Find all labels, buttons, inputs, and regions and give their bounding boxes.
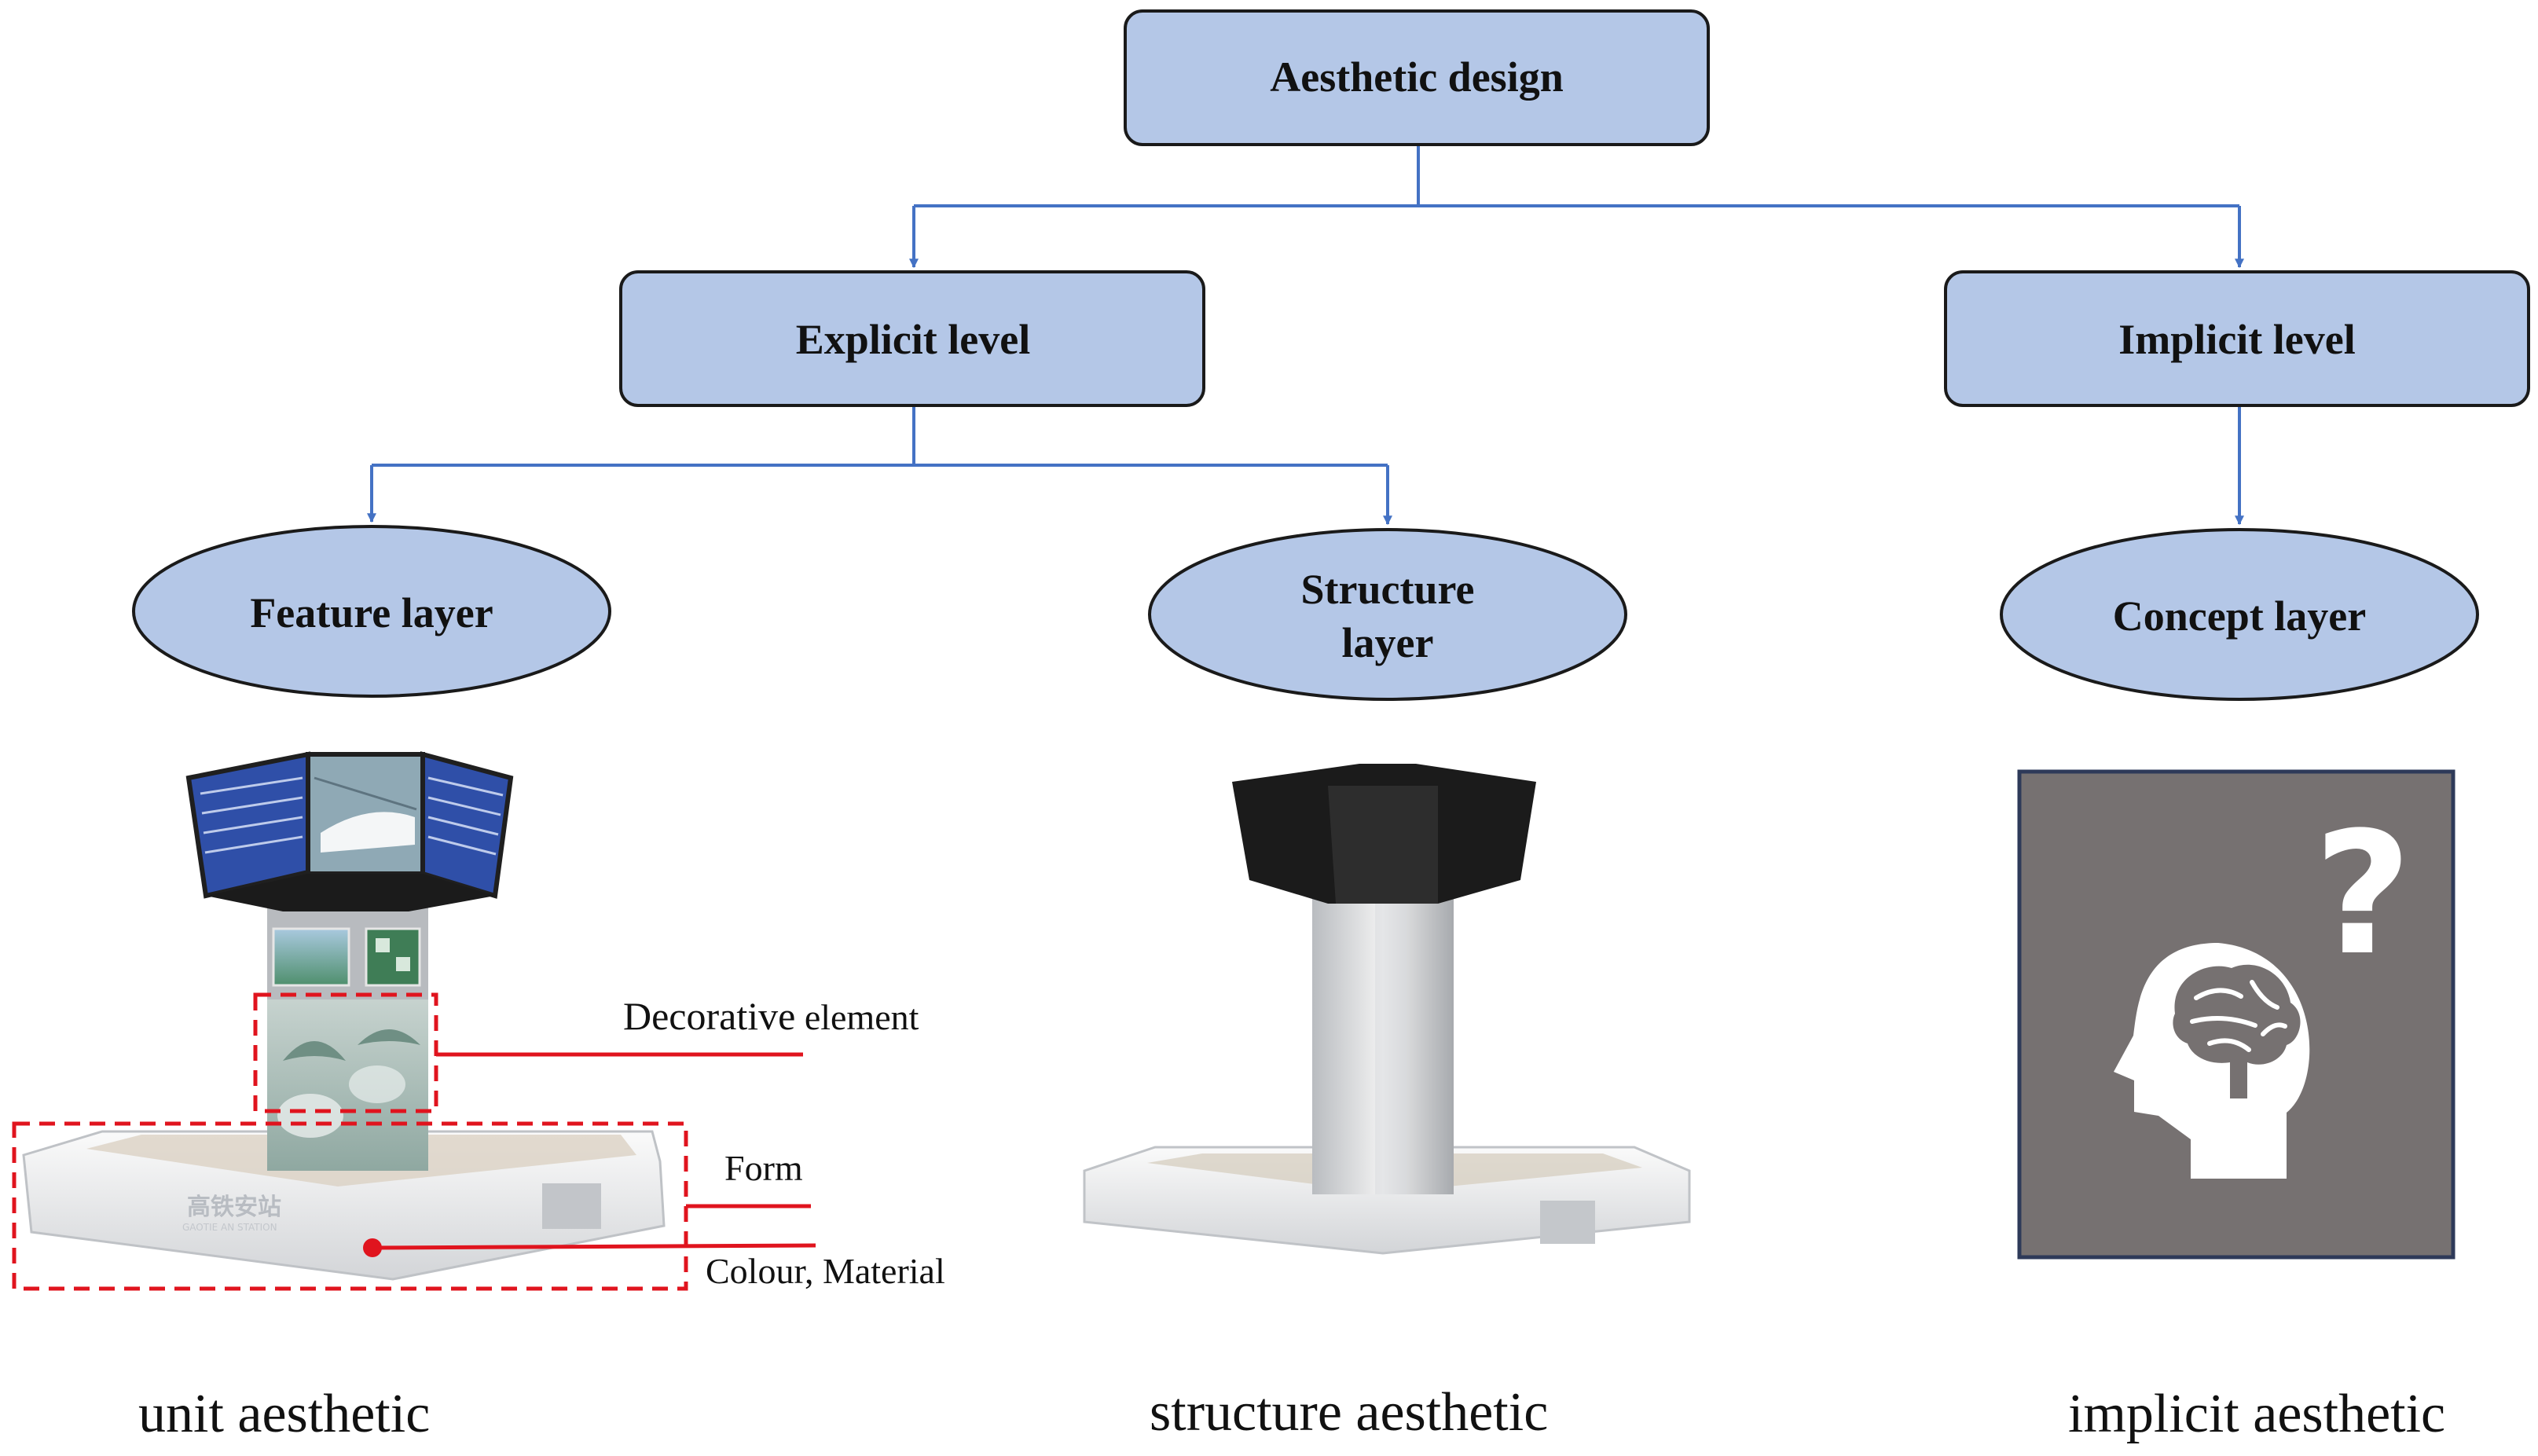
node-structure-layer-label-line2: layer — [1342, 619, 1434, 666]
annotation-decorative-element: Decorative element — [623, 994, 919, 1038]
kiosk-full-illustration: 高铁安站 GAOTIE AN STATION — [22, 751, 666, 1281]
caption-unit-aesthetic: unit aesthetic — [138, 1384, 430, 1444]
annotation-decorative-sub: element — [795, 997, 919, 1037]
node-implicit-level-label: Implicit level — [2118, 316, 2355, 363]
concept-illustration: ? — [2017, 769, 2455, 1260]
node-structure-layer-label-line1: Structure — [1301, 566, 1475, 613]
node-concept-layer-label: Concept layer — [2113, 592, 2366, 640]
annotation-decorative-main: Decorative — [623, 994, 795, 1038]
node-structure-layer: Structure layer — [1148, 528, 1627, 701]
caption-structure-aesthetic: structure aesthetic — [1150, 1382, 1548, 1443]
node-concept-layer: Concept layer — [2000, 528, 2479, 701]
node-aesthetic-design-label: Aesthetic design — [1270, 53, 1563, 101]
node-implicit-level: Implicit level — [1944, 270, 2530, 407]
brain-icon — [2173, 964, 2301, 1098]
node-explicit-level-label: Explicit level — [796, 316, 1030, 363]
colour-material-leader — [372, 1243, 816, 1250]
annotation-colour-material: Colour, Material — [706, 1251, 945, 1291]
node-feature-layer-label: Feature layer — [250, 589, 493, 636]
question-mark-icon: ? — [2314, 795, 2412, 992]
annotation-marks — [12, 992, 816, 1291]
kiosk-station-sub: GAOTIE AN STATION — [182, 1222, 277, 1233]
caption-implicit-aesthetic: implicit aesthetic — [2068, 1384, 2445, 1444]
node-explicit-level: Explicit level — [619, 270, 1205, 407]
node-aesthetic-design: Aesthetic design — [1124, 9, 1710, 146]
connectors — [367, 145, 2244, 526]
node-feature-layer: Feature layer — [132, 525, 611, 698]
kiosk-structure-illustration — [1083, 764, 1691, 1255]
annotation-form: Form — [724, 1148, 803, 1188]
kiosk-station-name: 高铁安站 — [187, 1194, 281, 1221]
